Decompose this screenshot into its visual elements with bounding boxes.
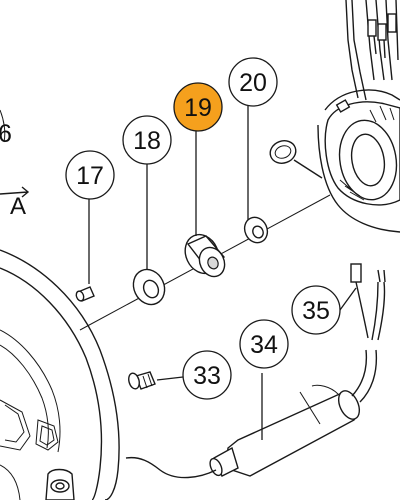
callout-18-label: 18 (133, 127, 161, 155)
callout-33: 33 (182, 350, 232, 400)
callout-33-label: 33 (193, 362, 221, 390)
part-19-bearing (184, 233, 226, 278)
callout-34-label: 34 (250, 331, 278, 359)
motor-stator (317, 0, 400, 233)
callout-17-label: 17 (76, 162, 104, 190)
callout-17: 17 (65, 150, 115, 200)
view-label-a: A (10, 193, 26, 220)
housing-frame (0, 109, 120, 500)
callout-20: 20 (228, 57, 278, 107)
part-20-washer (243, 216, 269, 244)
callout-19-label: 19 (184, 94, 212, 122)
part-33-screw (128, 371, 156, 390)
callout-19: 19 (173, 82, 223, 132)
view-arrow (0, 186, 30, 198)
part-17-pin (75, 286, 95, 302)
callout-35: 35 (291, 285, 341, 335)
edge-partial-label: 6 (0, 120, 12, 148)
part-34-cord-strain-relief (125, 349, 378, 479)
part-35-lead-wires (350, 263, 386, 341)
callout-18: 18 (122, 115, 172, 165)
callout-35-label: 35 (302, 297, 330, 325)
callout-34: 34 (239, 319, 289, 369)
part-18-washer (132, 268, 166, 306)
callout-20-label: 20 (239, 69, 267, 97)
o-ring (269, 140, 323, 179)
leader-lines (88, 106, 357, 440)
